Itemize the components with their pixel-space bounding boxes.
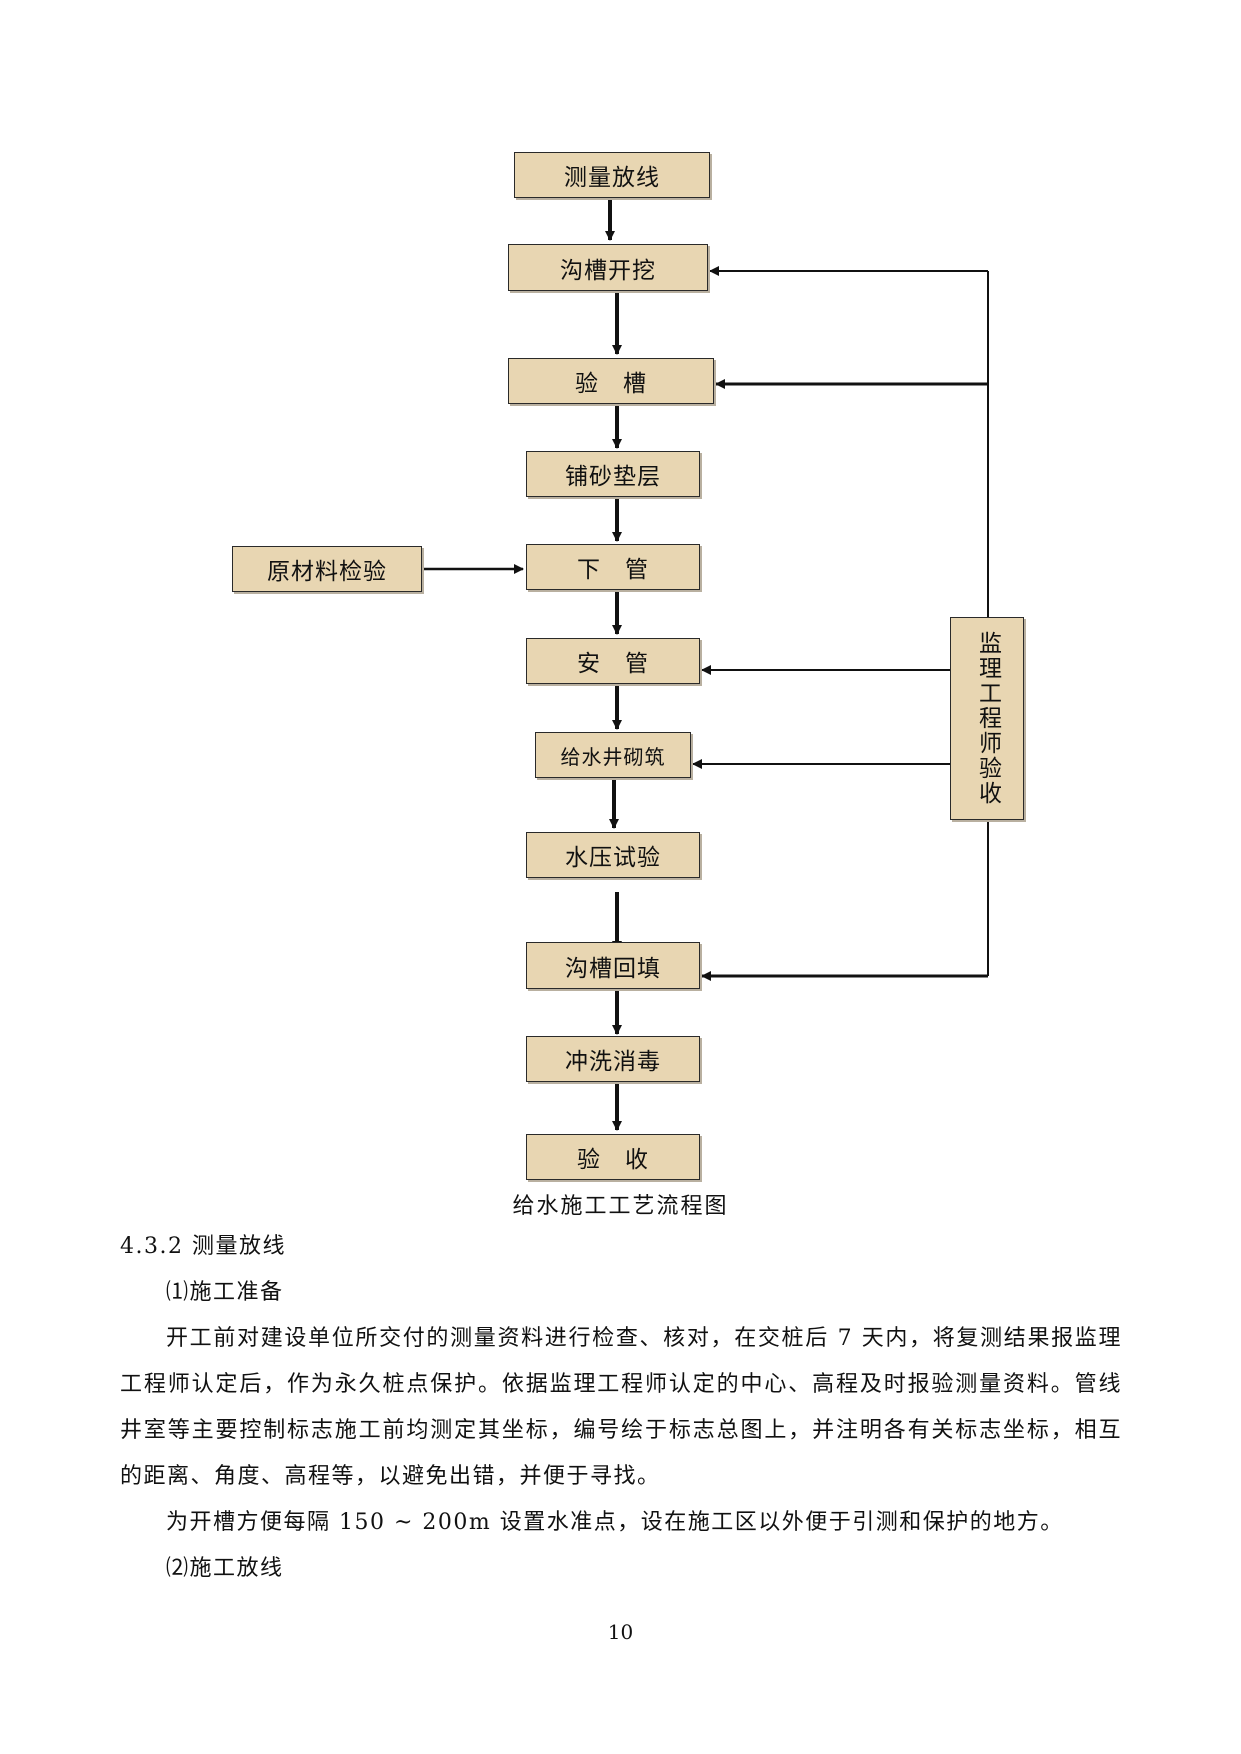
step-box-3: 验 槽: [508, 358, 714, 404]
step-box-9: 沟槽回填: [526, 942, 700, 989]
subsection-heading-1: ⑴施工准备: [166, 1280, 284, 1305]
section-heading: 4.3.2 测量放线: [120, 1234, 286, 1259]
step-box-10: 冲洗消毒: [526, 1036, 700, 1082]
step-box-5: 下 管: [526, 544, 700, 590]
side-input-box: 原材料检验: [232, 546, 422, 592]
step-box-1: 测量放线: [514, 152, 710, 198]
paragraph-1: 开工前对建设单位所交付的测量资料进行检查、核对，在交桩后 7 天内，将复测结果报…: [120, 1326, 1122, 1489]
step-box-11: 验 收: [526, 1134, 700, 1180]
flowchart-connectors: [422, 198, 989, 1131]
step-box-8: 水压试验: [526, 832, 700, 878]
supervisor-box: 监理工程师验收: [950, 617, 1024, 820]
step-box-4: 铺砂垫层: [526, 451, 700, 497]
page-number: 10: [607, 1620, 634, 1644]
step-box-6: 安 管: [526, 638, 700, 684]
figure-caption: 给水施工工艺流程图: [512, 1194, 729, 1219]
paragraph-2: 为开槽方便每隔 150 ~ 200m 设置水准点，设在施工区以外便于引测和保护的…: [166, 1510, 1064, 1535]
step-box-7: 给水井砌筑: [535, 732, 691, 778]
subsection-heading-2: ⑵施工放线: [166, 1556, 284, 1581]
step-box-2: 沟槽开挖: [508, 244, 708, 291]
